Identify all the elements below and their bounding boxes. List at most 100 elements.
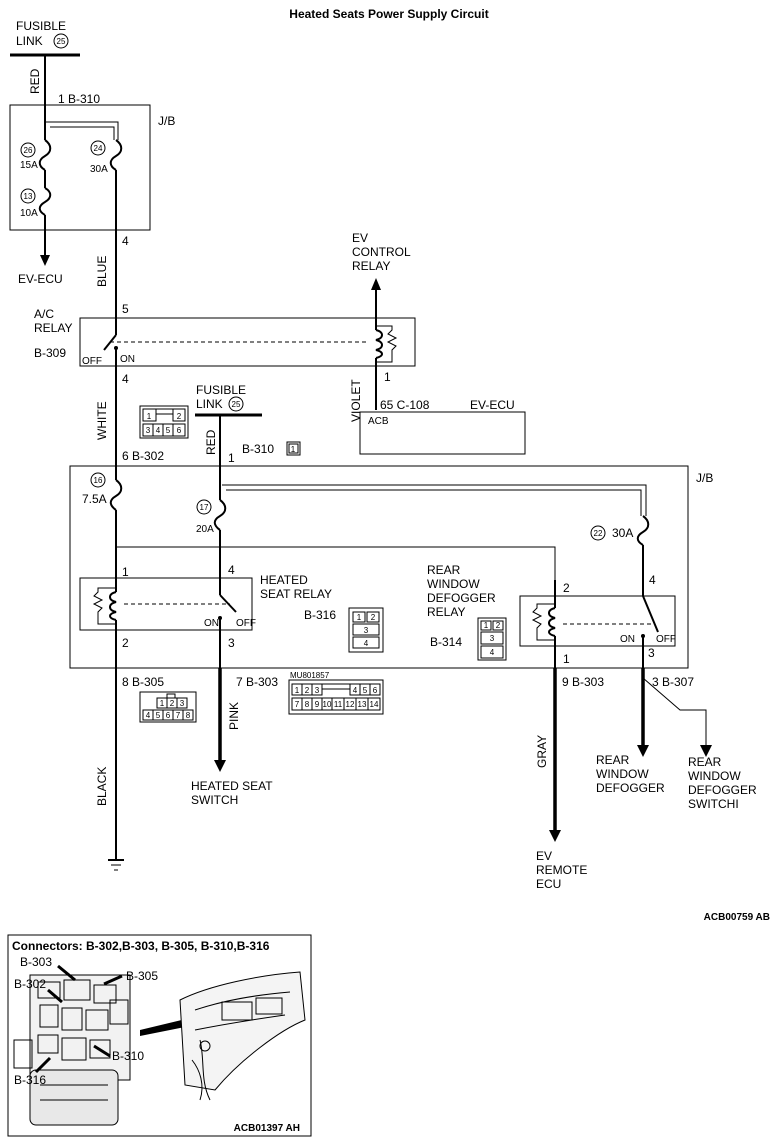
conn-b303-right: 9 B-303: [562, 675, 604, 689]
rear-pin1: 1: [563, 652, 570, 666]
fuse16-num: 16: [94, 476, 103, 485]
heated-off: OFF: [236, 618, 256, 629]
fuse17-symbol: [213, 499, 227, 531]
ac-relay-box: [79, 317, 416, 367]
fuse17-num: 17: [200, 503, 209, 512]
fuse13-num: 13: [24, 192, 33, 201]
jb-mid-box: [69, 465, 689, 669]
fuse22-symbol: [636, 515, 650, 546]
b310-icon-inner: [288, 443, 299, 454]
ac-relay-resistor: [376, 325, 398, 363]
mu-code: MU801857: [290, 671, 330, 680]
loc-b305-arrow: [103, 974, 123, 986]
loc-b310-arrow: [93, 1044, 111, 1058]
pin1-violet: 1: [384, 370, 391, 384]
wire-rear-switch: [642, 677, 707, 745]
b314: B-314: [430, 635, 462, 649]
fuse26-symbol: [38, 139, 52, 171]
ev-control-relay-1: EV: [352, 231, 368, 245]
heated-relay-label-1: HEATED: [260, 573, 308, 587]
b305-cell-7: 7: [176, 711, 181, 720]
conn-b307: 3 B-307: [652, 675, 694, 689]
rear-defogger-3: DEFOGGER: [596, 781, 665, 795]
b303-cell-4: 4: [353, 686, 358, 695]
ev-remote-3: ECU: [536, 877, 561, 891]
b302-cell-5: 5: [166, 426, 171, 435]
b303-cell-8: 8: [305, 700, 310, 709]
b305-cell-2: 2: [170, 699, 175, 708]
b303-cell-7: 7: [295, 700, 300, 709]
inset-code: ACB01397 AH: [234, 1123, 300, 1134]
loc-b303: B-303: [20, 955, 52, 969]
jb-top-label: J/B: [158, 114, 175, 128]
b309: B-309: [34, 346, 66, 360]
conn-c108: 65 C-108: [380, 398, 430, 412]
b316-cell-2: 2: [371, 613, 376, 622]
rear-defogger-1: REAR: [596, 753, 630, 767]
rear-resistor: [531, 603, 555, 641]
fuse22-rating: 30A: [612, 526, 633, 540]
rear-defogger-arrow: [637, 745, 649, 757]
heated-pin2: 2: [122, 636, 129, 650]
heated-switch-arrow: [214, 760, 226, 772]
b314-cell-3: 3: [490, 634, 495, 643]
conn-b310-top: 1 B-310: [58, 92, 100, 106]
loc-b302: B-302: [14, 977, 46, 991]
b316-connector-icon: 1 2 3 4: [348, 607, 384, 653]
b305-cell-1: 1: [160, 699, 165, 708]
wire-violet-label: VIOLET: [349, 379, 363, 422]
rear-off: OFF: [656, 634, 676, 645]
ev-remote-2: REMOTE: [536, 863, 587, 877]
wire-white-label: WHITE: [95, 401, 109, 440]
fuse24-num: 24: [94, 144, 103, 153]
heated-on: ON: [204, 618, 219, 629]
ev-ecu-left-arrow: [40, 255, 50, 266]
connector-inset-box: [7, 934, 312, 1137]
b316-cell-3: 3: [364, 626, 369, 635]
rear-pin4: 4: [649, 573, 656, 587]
ac-relay-off: OFF: [82, 356, 102, 367]
b314-connector-icon: 1 2 3 4: [477, 617, 507, 661]
b303-cell-3: 3: [315, 686, 320, 695]
jb-mid-label: J/B: [696, 471, 713, 485]
b303-cell-12: 12: [346, 700, 355, 709]
rear-switch-blade: [642, 595, 659, 633]
b302-cell-3: 3: [146, 426, 151, 435]
rear-switch-label-1: REAR: [688, 755, 722, 769]
b302-cell-1: 1: [147, 412, 152, 421]
fusible-link-mid-num: 25: [232, 400, 241, 409]
b303-cell-9: 9: [315, 700, 320, 709]
loc-b310: B-310: [112, 1049, 144, 1063]
ac-relay-coil: [375, 329, 383, 359]
rear-relay-label-1: REAR: [427, 563, 461, 577]
wire-gray-label: GRAY: [535, 735, 549, 768]
b305-cell-8: 8: [186, 711, 191, 720]
heated-switch-blade: [219, 594, 237, 613]
rear-pin3: 3: [648, 646, 655, 660]
ground-icon: [108, 859, 124, 871]
b303-cell-2: 2: [305, 686, 310, 695]
rear-relay-label-3: DEFOGGER: [427, 591, 496, 605]
b314-cell-1: 1: [484, 621, 489, 630]
b305-connector-icon: 1 2 3 4 5 6 7 8: [139, 691, 197, 723]
conn-b310-mid: B-310: [242, 442, 274, 456]
fusible-link-top-label-2: LINK: [16, 34, 43, 48]
ev-control-relay-2: CONTROL: [352, 245, 411, 259]
jb-top-wire-d: [45, 121, 119, 140]
wire-red-top-label: RED: [28, 68, 42, 94]
b316-cell-4: 4: [364, 639, 369, 648]
b303-cell-11: 11: [334, 700, 343, 709]
rear-switch-label-3: DEFOGGER: [688, 783, 757, 797]
heated-coil: [109, 591, 117, 621]
b303-cell-5: 5: [363, 686, 368, 695]
rear-coil: [548, 607, 556, 637]
fusible-link-mid-2: LINK: [196, 397, 223, 411]
heated-switch-label-2: SWITCH: [191, 793, 238, 807]
fuse16-rating: 7.5A: [82, 492, 107, 506]
fuse17-num-circle: [196, 499, 212, 515]
b303-cell-14: 14: [370, 700, 379, 709]
ac-relay-label-2: RELAY: [34, 321, 72, 335]
fuse16-branch: [116, 546, 556, 580]
conn-b305: 8 B-305: [122, 675, 164, 689]
